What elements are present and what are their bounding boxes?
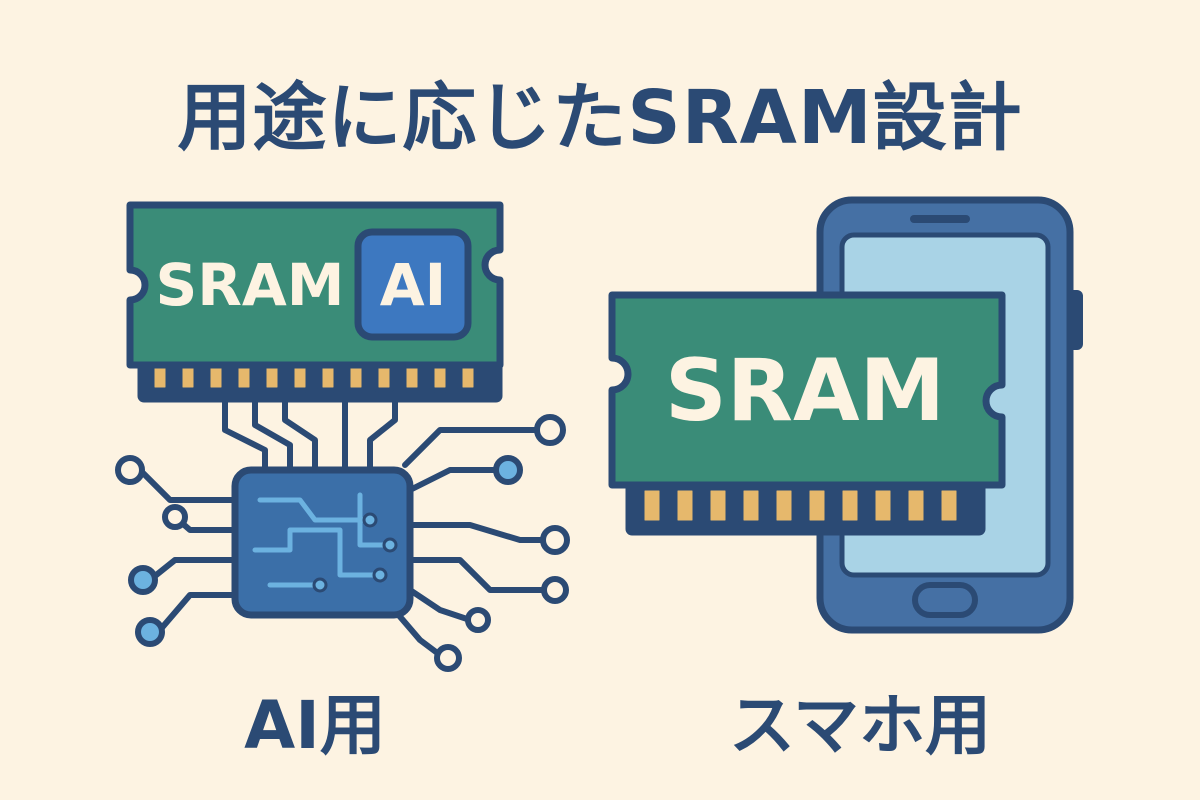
home-button-icon — [912, 582, 978, 618]
phone-chip-label: SRAM — [665, 341, 945, 441]
ai-connection-wires — [137, 392, 548, 658]
ai-wire-terminals — [115, 414, 570, 672]
processor-chip — [231, 466, 414, 619]
phone-caption: スマホ用 — [728, 687, 992, 764]
ai-badge — [354, 228, 472, 341]
ai-badge-label: AI — [380, 251, 446, 319]
page-title: 用途に応じたSRAM設計 — [177, 75, 1023, 161]
ai-sram-module: SRAM AI — [126, 201, 504, 403]
phone-sram-module: SRAM — [608, 291, 1006, 536]
ai-caption: AI用 — [244, 687, 386, 764]
ai-chip-label: SRAM — [155, 251, 344, 319]
